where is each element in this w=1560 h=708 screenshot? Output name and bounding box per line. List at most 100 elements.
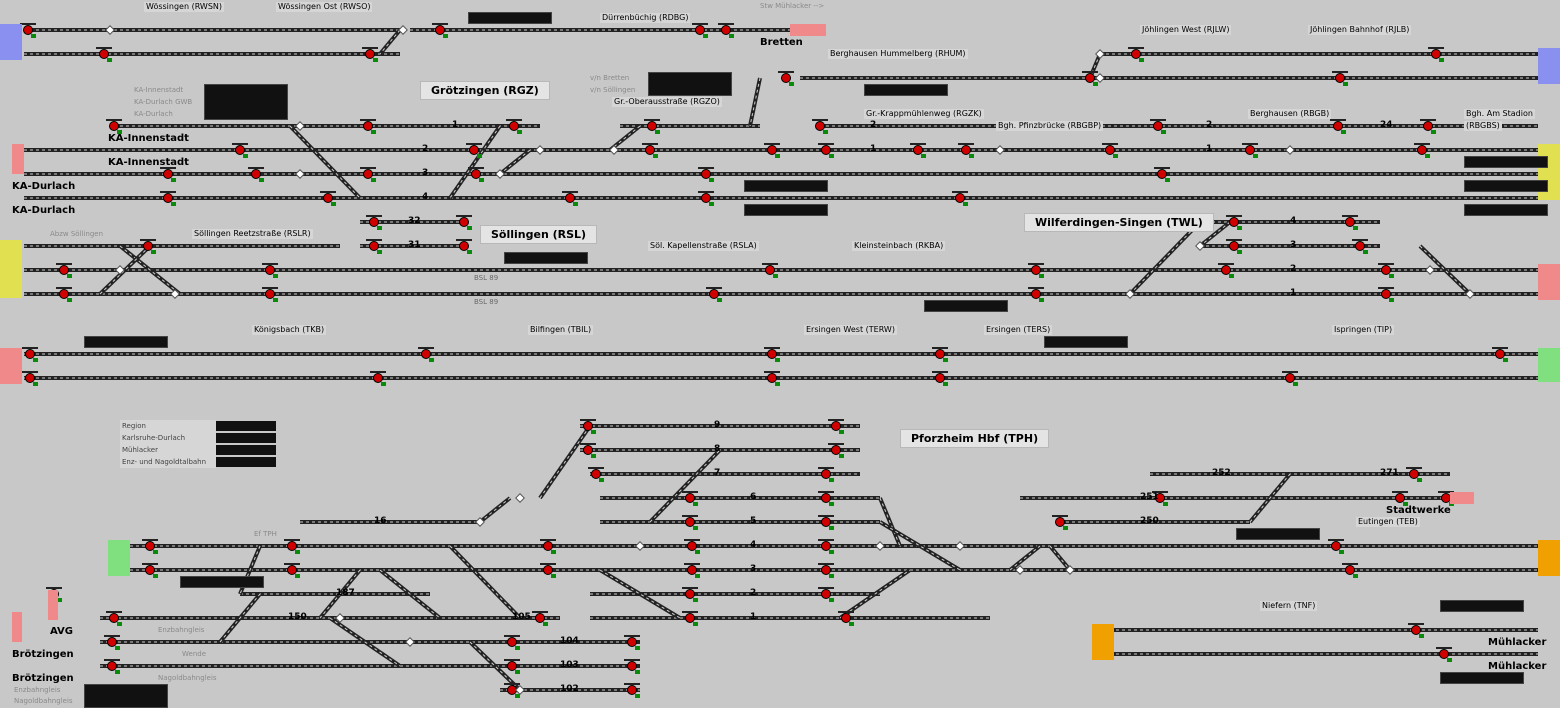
- signal-light[interactable]: [841, 613, 851, 623]
- train-number-field[interactable]: [84, 336, 168, 348]
- signal-light[interactable]: [1245, 145, 1255, 155]
- switch-point[interactable]: [1465, 289, 1475, 299]
- train-number-field[interactable]: [1464, 180, 1548, 192]
- signal-light[interactable]: [369, 241, 379, 251]
- signal-light[interactable]: [287, 565, 297, 575]
- signal-light[interactable]: [265, 265, 275, 275]
- signal-light[interactable]: [583, 445, 593, 455]
- signal-light[interactable]: [1155, 493, 1165, 503]
- signal-light[interactable]: [767, 145, 777, 155]
- signal-light[interactable]: [145, 541, 155, 551]
- track-segment[interactable]: [1418, 244, 1472, 296]
- signal-light[interactable]: [507, 661, 517, 671]
- track-segment[interactable]: [598, 568, 682, 620]
- signal-light[interactable]: [821, 493, 831, 503]
- train-number-field[interactable]: [1464, 204, 1548, 216]
- signal-light[interactable]: [821, 517, 831, 527]
- signal-light[interactable]: [685, 589, 695, 599]
- signal-light[interactable]: [685, 517, 695, 527]
- switch-point[interactable]: [635, 541, 645, 551]
- signal-light[interactable]: [913, 145, 923, 155]
- signal-light[interactable]: [961, 145, 971, 155]
- train-number-field[interactable]: [1044, 336, 1128, 348]
- signal-light[interactable]: [235, 145, 245, 155]
- line-end-west-red-ka[interactable]: [12, 144, 24, 174]
- signal-light[interactable]: [363, 169, 373, 179]
- switch-point[interactable]: [295, 121, 305, 131]
- signal-light[interactable]: [99, 49, 109, 59]
- signal-light[interactable]: [1431, 49, 1441, 59]
- signal-light[interactable]: [471, 169, 481, 179]
- signal-light[interactable]: [1055, 517, 1065, 527]
- signal-light[interactable]: [25, 373, 35, 383]
- signal-light[interactable]: [163, 193, 173, 203]
- signal-light[interactable]: [363, 121, 373, 131]
- line-end-red-stadtwerke[interactable]: [1450, 492, 1474, 504]
- signal-light[interactable]: [509, 121, 519, 131]
- line-end-red-broetzingen[interactable]: [12, 612, 22, 642]
- signal-light[interactable]: [955, 193, 965, 203]
- signal-light[interactable]: [821, 589, 831, 599]
- signal-light[interactable]: [1085, 73, 1095, 83]
- switch-point[interactable]: [1425, 265, 1435, 275]
- signal-light[interactable]: [1157, 169, 1167, 179]
- train-number-field[interactable]: [744, 204, 828, 216]
- switch-point[interactable]: [1285, 145, 1295, 155]
- track-segment[interactable]: [468, 640, 522, 692]
- switch-point[interactable]: [105, 25, 115, 35]
- train-number-field[interactable]: [648, 72, 732, 96]
- signal-light[interactable]: [645, 145, 655, 155]
- line-end-west-red[interactable]: [0, 348, 22, 384]
- signal-light[interactable]: [935, 373, 945, 383]
- signal-light[interactable]: [459, 241, 469, 251]
- train-number-field[interactable]: [864, 84, 948, 96]
- line-end-east-orange[interactable]: [1538, 540, 1560, 576]
- signal-light[interactable]: [1335, 73, 1345, 83]
- signal-light[interactable]: [701, 193, 711, 203]
- signal-light[interactable]: [647, 121, 657, 131]
- train-number-field[interactable]: [1236, 528, 1320, 540]
- line-end-red-avg[interactable]: [48, 590, 58, 620]
- signal-light[interactable]: [565, 193, 575, 203]
- signal-light[interactable]: [721, 25, 731, 35]
- signal-light[interactable]: [1331, 541, 1341, 551]
- switch-point[interactable]: [475, 517, 485, 527]
- signal-light[interactable]: [701, 169, 711, 179]
- line-end-east-blue[interactable]: [1538, 48, 1560, 84]
- train-number-field[interactable]: [84, 684, 168, 708]
- signal-light[interactable]: [59, 265, 69, 275]
- signal-light[interactable]: [821, 565, 831, 575]
- switch-point[interactable]: [398, 25, 408, 35]
- signal-light[interactable]: [1221, 265, 1231, 275]
- switch-point[interactable]: [170, 289, 180, 299]
- switch-point[interactable]: [955, 541, 965, 551]
- signal-light[interactable]: [709, 289, 719, 299]
- line-end-east-red[interactable]: [1538, 264, 1560, 300]
- signal-light[interactable]: [109, 121, 119, 131]
- switch-point[interactable]: [995, 145, 1005, 155]
- switch-point[interactable]: [1095, 49, 1105, 59]
- signal-light[interactable]: [459, 217, 469, 227]
- signal-light[interactable]: [1131, 49, 1141, 59]
- train-number-field[interactable]: [924, 300, 1008, 312]
- signal-light[interactable]: [1417, 145, 1427, 155]
- signal-light[interactable]: [821, 469, 831, 479]
- signal-light[interactable]: [369, 217, 379, 227]
- switch-point[interactable]: [609, 145, 619, 155]
- signal-light[interactable]: [59, 289, 69, 299]
- train-number-field[interactable]: [1440, 672, 1524, 684]
- line-end-orange-niefern[interactable]: [1092, 624, 1114, 660]
- switch-point[interactable]: [515, 493, 525, 503]
- signal-light[interactable]: [373, 373, 383, 383]
- signal-light[interactable]: [287, 541, 297, 551]
- signal-light[interactable]: [1355, 241, 1365, 251]
- signal-light[interactable]: [543, 565, 553, 575]
- signal-light[interactable]: [591, 469, 601, 479]
- signal-light[interactable]: [1381, 265, 1391, 275]
- switch-point[interactable]: [495, 169, 505, 179]
- train-number-field[interactable]: [1464, 156, 1548, 168]
- signal-light[interactable]: [1229, 217, 1239, 227]
- signal-light[interactable]: [1495, 349, 1505, 359]
- line-end-east-green[interactable]: [1538, 348, 1560, 382]
- signal-light[interactable]: [1031, 265, 1041, 275]
